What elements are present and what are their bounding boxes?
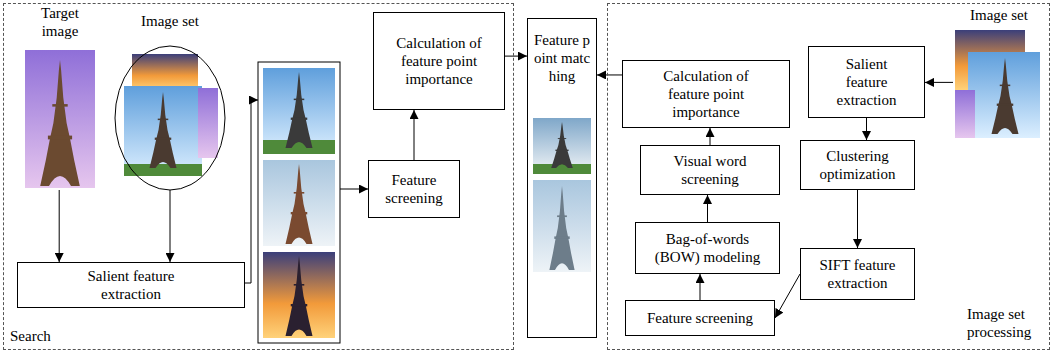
process-box: Calculation of feature point importance <box>622 60 790 128</box>
target-photo <box>25 50 95 188</box>
node-label: Image set <box>120 12 220 30</box>
image-set-photos <box>955 30 1040 138</box>
process-box: Feature screening <box>368 160 460 218</box>
result-stack <box>258 62 340 343</box>
flow-arrow <box>710 128 711 145</box>
flow-arrow <box>597 74 622 75</box>
flow-arrow <box>414 110 415 160</box>
process-box: SIFT feature extraction <box>800 248 915 300</box>
flow-arrow <box>505 56 527 57</box>
flow-arrow <box>857 190 858 248</box>
node-label: Calculation of feature point importance <box>651 67 761 121</box>
target-image: Target image <box>20 4 100 190</box>
image-set: Image set <box>953 6 1045 140</box>
flow-arrow <box>245 100 258 283</box>
process-box: Feature screening <box>625 300 775 336</box>
image-set: Image set <box>115 12 225 190</box>
node-label: Salient feature extraction <box>71 267 191 303</box>
matching-photos <box>533 118 591 272</box>
region-label: Search <box>10 327 90 345</box>
flow-arrow <box>700 274 701 300</box>
text-wrap: SIFT feature extraction <box>808 256 908 292</box>
node-label: Salient feature extraction <box>832 55 902 109</box>
processing-region: Image set processing Calculation of featu… <box>607 3 1050 350</box>
process-box: Bag-of-words (BOW) modeling <box>635 222 780 274</box>
node-label: Target image <box>34 4 86 40</box>
text-wrap: Salient feature extraction <box>71 267 191 303</box>
node-label: Calculation of feature point importance <box>384 34 494 88</box>
node-label: Image set <box>955 6 1043 24</box>
text-wrap: Calculation of feature point importance <box>651 67 761 121</box>
matching-box: Feature point matching <box>527 18 597 338</box>
text-wrap: Feature screening <box>374 171 454 207</box>
node-label: Clustering optimization <box>813 147 903 183</box>
node-label: Bag-of-words (BOW) modeling <box>652 230 764 266</box>
text-wrap: Visual word screening <box>660 152 760 188</box>
flow-arrow <box>925 82 953 83</box>
flow-arrow <box>866 118 867 140</box>
text-wrap: Feature screening <box>647 309 753 327</box>
node-label: Feature screening <box>374 171 454 207</box>
flow-arrow <box>170 190 171 262</box>
image-set-photos <box>115 46 225 190</box>
text-wrap: Salient feature extraction <box>832 55 902 109</box>
flow-arrow <box>775 274 800 318</box>
search-region: Search Target image Image setCalculation o… <box>3 3 514 350</box>
text-wrap: Clustering optimization <box>813 147 903 183</box>
process-box: Clustering optimization <box>800 140 915 190</box>
region-label: Image set processing <box>967 305 1045 341</box>
node-label: Feature screening <box>647 309 753 327</box>
process-box: Visual word screening <box>640 145 780 195</box>
process-box: Salient feature extraction <box>808 46 925 118</box>
text-wrap: Bag-of-words (BOW) modeling <box>652 230 764 266</box>
text-wrap: Calculation of feature point importance <box>384 34 494 88</box>
flow-arrow <box>707 195 708 222</box>
node-label: SIFT feature extraction <box>808 256 908 292</box>
node-label: Visual word screening <box>660 152 760 188</box>
process-box: Calculation of feature point importance <box>373 12 505 110</box>
node-label: Feature point matching <box>533 31 591 85</box>
flow-arrow <box>59 190 60 262</box>
flow-arrow <box>340 189 368 190</box>
process-box: Salient feature extraction <box>17 262 245 308</box>
